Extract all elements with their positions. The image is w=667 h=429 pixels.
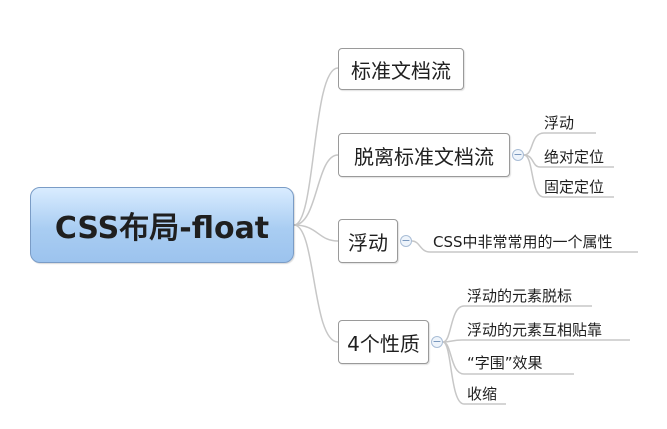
connector-root-topic-2	[293, 154, 339, 226]
topic-label: 脱离标准文档流	[354, 144, 494, 169]
topic-label: 4个性质	[347, 331, 420, 356]
connector-t4-c4	[442, 341, 506, 405]
subtopic-shrink[interactable]: 收缩	[467, 385, 498, 403]
collapse-toggle-icon[interactable]: −	[400, 234, 412, 247]
connector-t4-c2	[442, 339, 630, 343]
topic-standard-flow[interactable]: 标准文档流	[338, 48, 464, 90]
connector-t2-c1	[523, 132, 596, 156]
subtopic-out-of-flow[interactable]: 浮动的元素脱标	[467, 287, 573, 305]
topic-out-of-flow[interactable]: 脱离标准文档流	[338, 133, 510, 177]
subtopic-stick-together[interactable]: 浮动的元素互相贴靠	[467, 321, 603, 339]
subtopic-fixed-position[interactable]: 固定定位	[544, 178, 605, 196]
connector-root-topic-4	[293, 224, 339, 343]
topic-label: 标准文档流	[351, 58, 451, 83]
subtopic-text-wrap[interactable]: “字围”效果	[467, 354, 543, 372]
connector-t2-c3	[523, 154, 614, 198]
topic-label: 浮动	[348, 230, 388, 255]
subtopic-common-property[interactable]: CSS中非常常用的一个属性	[433, 233, 613, 251]
topic-four-properties[interactable]: 4个性质	[338, 320, 429, 364]
connector-t3-c1	[411, 240, 638, 253]
central-topic-label: CSS布局-float	[54, 211, 270, 246]
subtopic-float[interactable]: 浮动	[544, 114, 575, 132]
connector-t4-c1	[442, 305, 592, 343]
connector-root-topic-1	[293, 67, 339, 226]
central-topic[interactable]: CSS布局-float	[30, 187, 294, 263]
topic-float[interactable]: 浮动	[338, 219, 398, 263]
connector-root-topic-3	[293, 224, 339, 242]
collapse-toggle-icon[interactable]: −	[512, 148, 524, 161]
collapse-toggle-icon[interactable]: −	[431, 335, 443, 348]
subtopic-absolute-position[interactable]: 绝对定位	[544, 148, 605, 166]
